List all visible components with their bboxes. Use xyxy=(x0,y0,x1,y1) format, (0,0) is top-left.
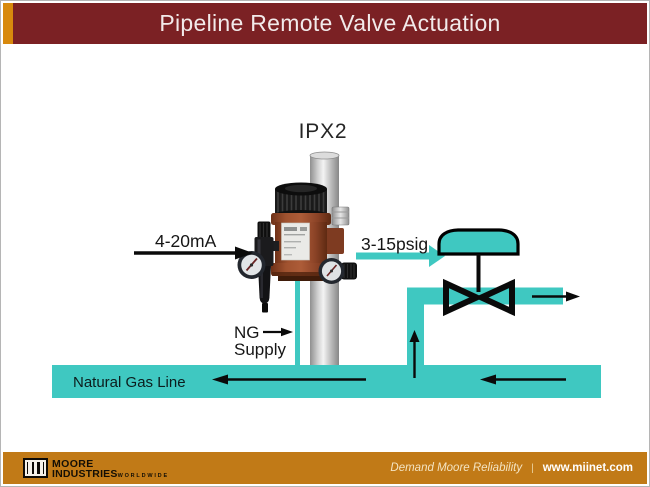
diagram-canvas: IPX2 4-20mA 3-15psig NG Supply Natural G… xyxy=(52,120,601,398)
gas-line-label: Natural Gas Line xyxy=(73,374,186,391)
footer-tagline: Demand Moore Reliability xyxy=(390,462,523,474)
logo-name-line3: WORLDWIDE xyxy=(117,472,169,479)
flow-arrow-riser xyxy=(409,330,420,378)
title-bar: Pipeline Remote Valve Actuation xyxy=(13,3,647,44)
footer-website-link[interactable]: www.miinet.com xyxy=(542,462,633,474)
logo-name-line1: MOORE xyxy=(52,457,94,470)
riser-pipe xyxy=(407,287,424,366)
footer-tagline-group: Demand Moore Reliability | www.miinet.co… xyxy=(390,462,633,474)
logo-mark-field xyxy=(27,462,44,474)
logo-bar xyxy=(33,462,38,474)
flow-arrow-outlet xyxy=(532,291,580,302)
pressure-gauge-left-icon xyxy=(237,251,266,279)
input-signal-arrow xyxy=(134,246,253,260)
logo-name-line2-text: INDUSTRIES xyxy=(52,467,118,480)
device-cap xyxy=(275,182,327,219)
flow-arrow-gasline-right xyxy=(480,374,566,385)
diagram-linework xyxy=(134,246,580,385)
logo-mark-icon xyxy=(23,458,48,478)
footer-separator: | xyxy=(531,462,534,474)
output-signal-label: 3-15psig xyxy=(361,234,428,254)
ng-supply-label-line1: NG xyxy=(234,323,260,342)
diagram-labels: IPX2 4-20mA 3-15psig NG Supply Natural G… xyxy=(73,120,428,391)
conduit-fitting-icon xyxy=(331,206,350,226)
output-signal-arrow xyxy=(356,245,445,267)
ng-supply-label-line2: Supply xyxy=(234,340,286,359)
logo-mark-frame xyxy=(25,460,46,476)
logo-bar xyxy=(39,462,43,474)
ng-supply-line xyxy=(295,273,300,366)
logo-name-line2: INDUSTRIESWORLDWIDE xyxy=(52,467,169,481)
valve-actuator-dome xyxy=(437,228,520,256)
pressure-gauge-right-icon xyxy=(318,258,357,284)
pipe-clamp xyxy=(324,228,344,254)
accent-strip xyxy=(3,3,13,44)
natural-gas-line-bar xyxy=(52,365,601,398)
footer-bar: MOORE INDUSTRIESWORLDWIDE Demand Moore R… xyxy=(3,452,647,484)
slide-title: Pipeline Remote Valve Actuation xyxy=(159,10,501,36)
device-label: IPX2 xyxy=(299,120,348,143)
input-signal-label: 4-20mA xyxy=(155,231,217,251)
logo-text: MOORE INDUSTRIESWORLDWIDE xyxy=(52,456,169,481)
flow-arrow-gasline-left xyxy=(212,374,366,385)
moore-industries-logo: MOORE INDUSTRIESWORLDWIDE xyxy=(23,456,169,481)
ng-supply-arrow xyxy=(263,327,293,337)
control-valve-icon xyxy=(443,278,515,317)
ipx2-device xyxy=(237,151,357,365)
device-nameplate xyxy=(281,222,310,261)
logo-bar xyxy=(28,462,32,474)
